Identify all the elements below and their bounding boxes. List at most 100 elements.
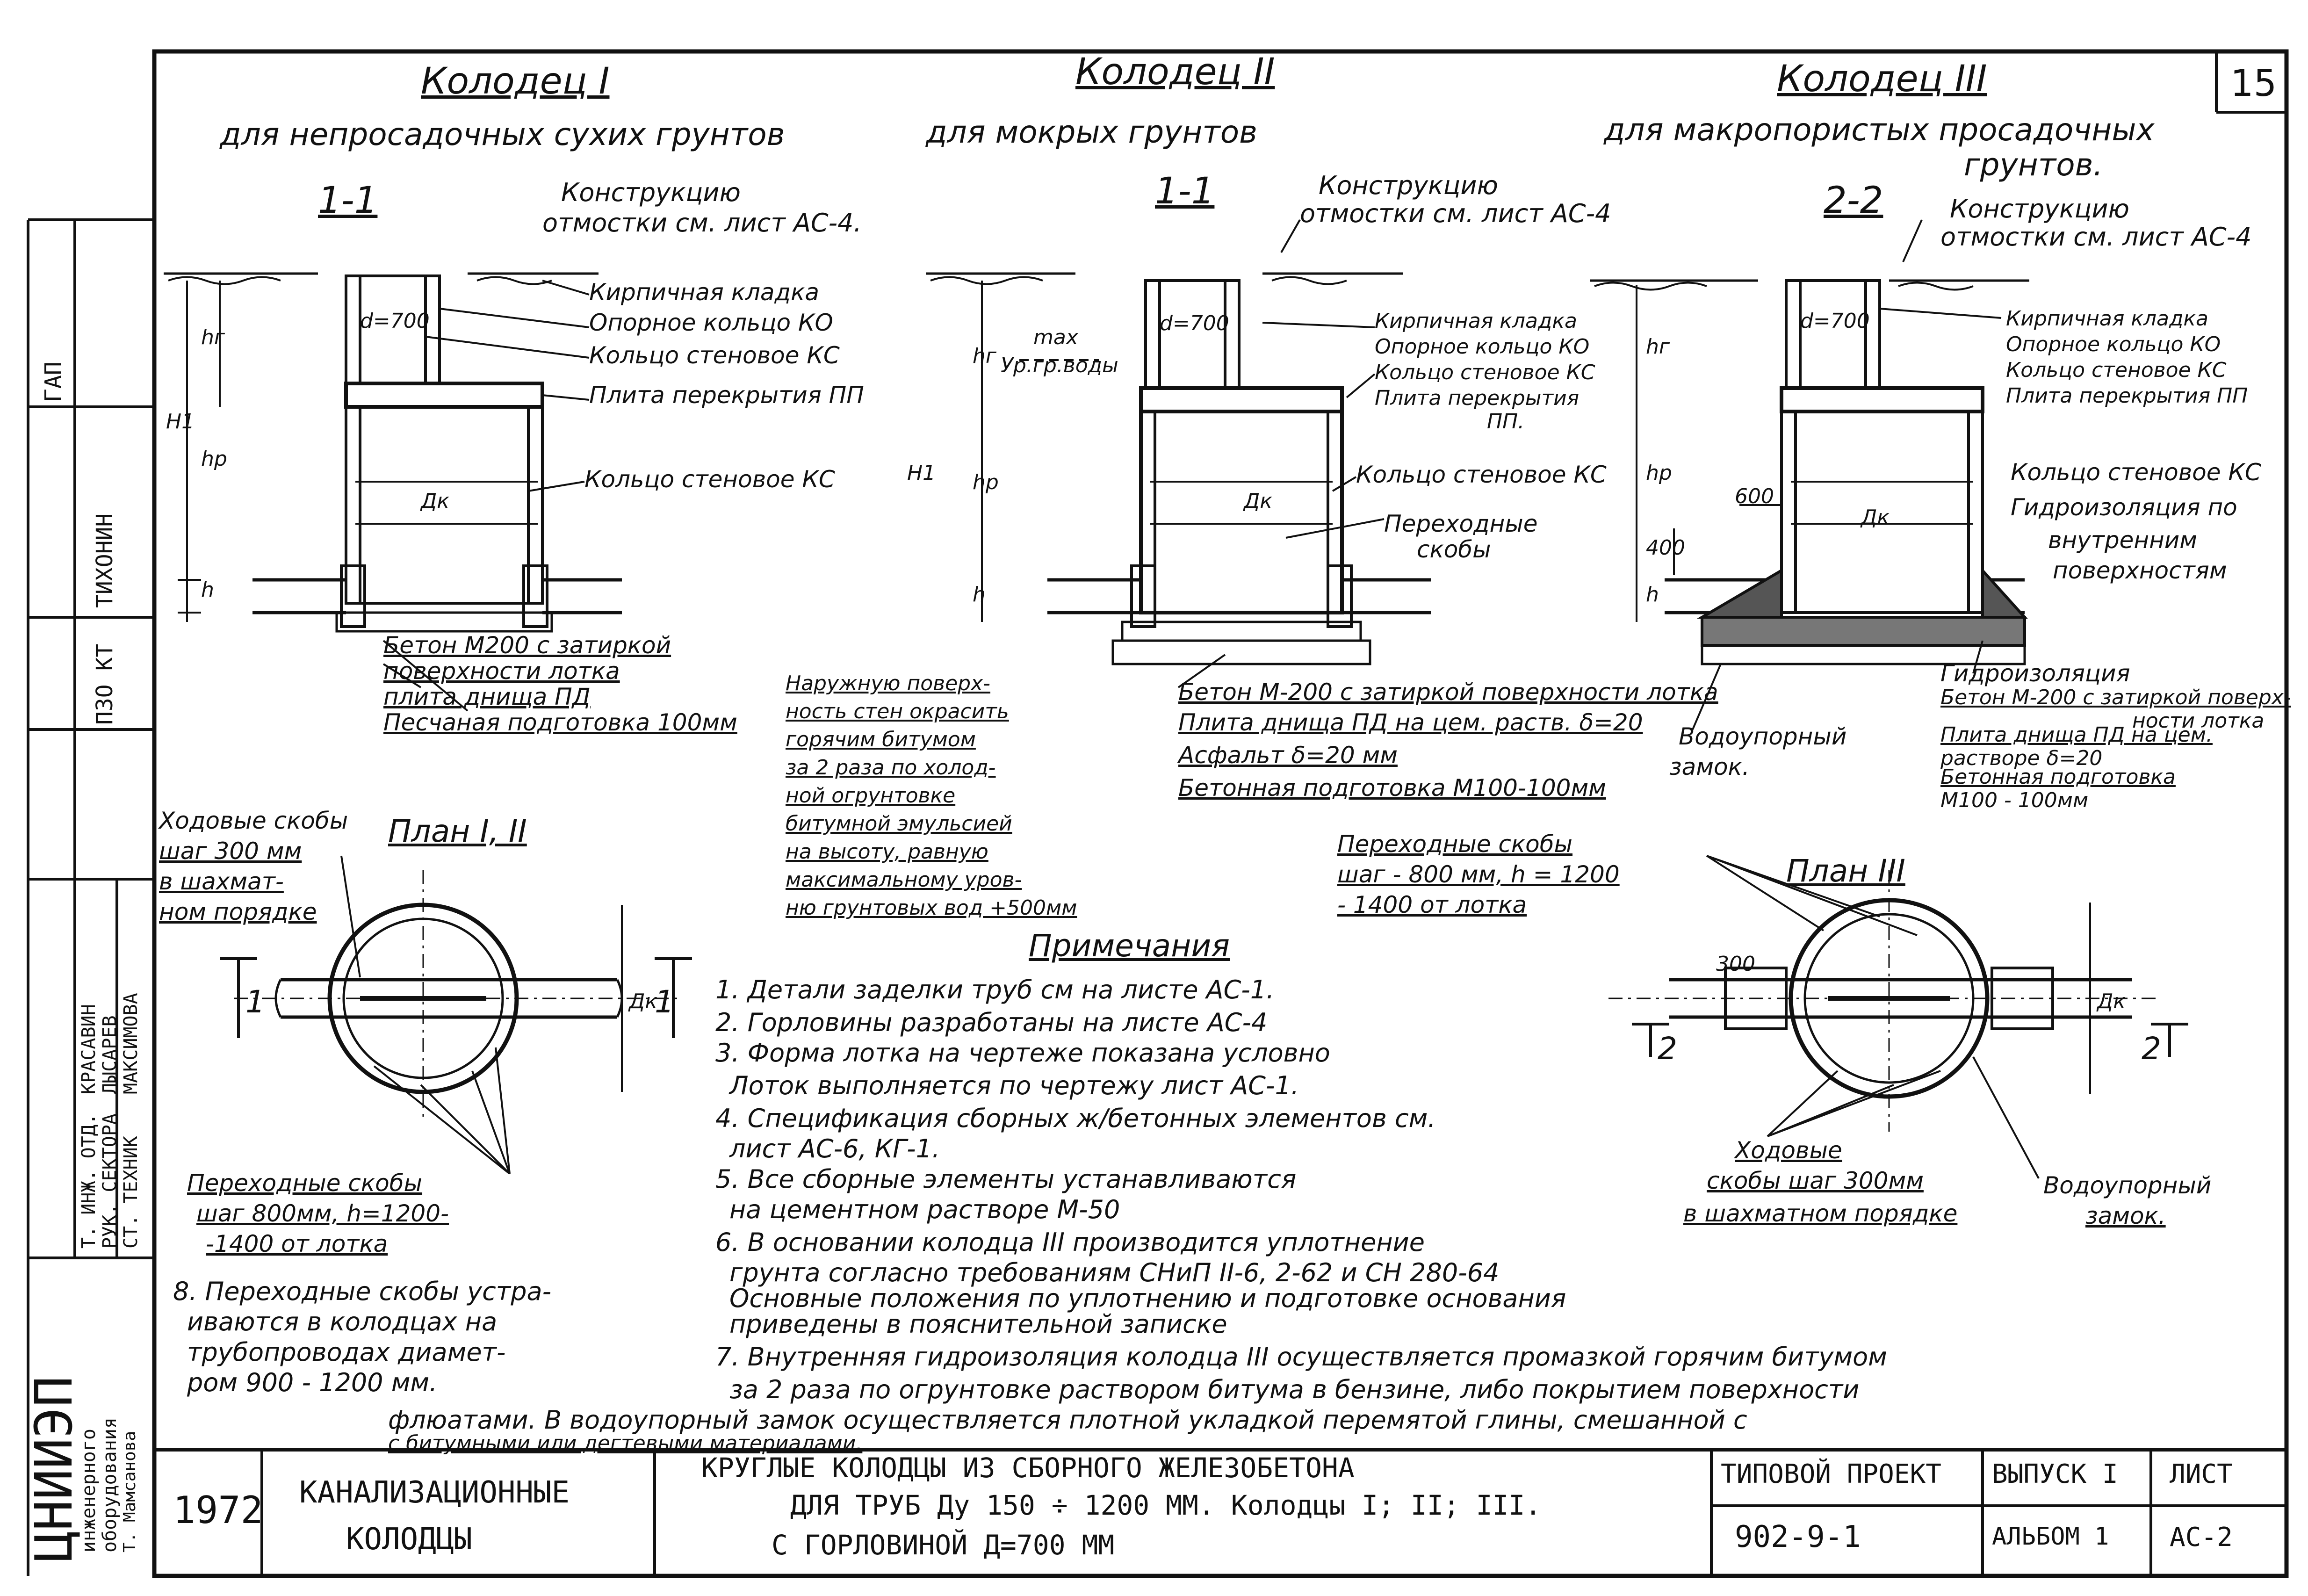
- plan3-transition: Переходные скобы: [1337, 830, 1573, 858]
- note-line: 4. Спецификация сборных ж/бетонных элеме…: [715, 1104, 1436, 1133]
- section3-dim: hр: [1646, 461, 1672, 485]
- title-project-label: ТИПОВОЙ ПРОЕКТ: [1721, 1459, 1942, 1489]
- plan3-transition: - 1400 от лотка: [1337, 891, 1527, 918]
- section2-dim: Дк: [1244, 489, 1272, 513]
- section3-callout: Плита перекрытия ПП: [2006, 384, 2248, 408]
- note-line: 7. Внутренняя гидроизоляция колодца III …: [715, 1342, 1887, 1372]
- section2-paint-note: ню грунтовых вод +500мм: [786, 896, 1077, 920]
- title-subject-line1: КАНАЛИЗАЦИОННЫЕ: [299, 1475, 570, 1510]
- section2-callout: Переходные: [1384, 510, 1538, 537]
- plan12-steps: в шахмат-: [159, 868, 284, 895]
- section2-callout: Опорное кольцо КО: [1375, 335, 1590, 359]
- sheet-number: 15: [2230, 63, 2277, 105]
- org-name: ЦНИИЭП: [24, 1376, 84, 1562]
- plan12-cut-left: 1: [245, 984, 265, 1020]
- well2-subtitle: для мокрых грунтов: [926, 114, 1258, 150]
- well3-subtitle-line1: для макропористых просадочных: [1604, 112, 2155, 148]
- section3-dim: h: [1646, 583, 1659, 607]
- section1-bottom-note: Песчаная подготовка 100мм: [383, 709, 737, 736]
- plan3-cut-left: 2: [1658, 1031, 1677, 1067]
- section3-dim: d=700: [1800, 309, 1870, 333]
- section3-dim: Дк: [1861, 506, 1890, 529]
- section1-bottom-note: плита днища ПД: [383, 683, 591, 710]
- section3-lock: Водоупорный: [1679, 723, 1847, 750]
- section2-paint-note: горячим битумом: [786, 728, 976, 751]
- section3-bottom-note: М100 - 100мм: [1940, 788, 2089, 812]
- section1-dim: Н1: [166, 410, 195, 433]
- plan12-transition: -1400 от лотка: [206, 1230, 388, 1257]
- section1-note-line1: Конструкцию: [561, 178, 741, 207]
- plan3-cut-right: 2: [2142, 1031, 2161, 1067]
- plan12-steps: ном порядке: [159, 898, 317, 925]
- note-line: 2. Горловины разработаны на листе АС-4: [715, 1008, 1268, 1037]
- well1-title: Колодец I: [421, 60, 610, 102]
- stamp-row: СТ. ТЕХНИК: [120, 1136, 142, 1249]
- section3-callout: поверхностям: [2053, 557, 2227, 584]
- title-sheet-code: АС-2: [2170, 1522, 2233, 1553]
- section3-label: 2-2: [1824, 180, 1883, 222]
- plan3-lock: замок.: [2085, 1202, 2166, 1229]
- section2-note-line2: отмостки см. лист АС-4: [1300, 199, 1611, 228]
- section3-callout: Кольцо стеновое КС: [2011, 459, 2261, 486]
- stamp-post: ГАП: [40, 361, 66, 402]
- stamp-name: КРАСАВИН: [78, 1004, 100, 1094]
- section2-dim: hр: [973, 470, 999, 494]
- section3-callout: Кирпичная кладка: [2006, 307, 2208, 331]
- note-line: грунта согласно требованиям СНиП II-6, 2…: [729, 1258, 1500, 1287]
- stamp-post-name: ТИХОНИН: [92, 513, 118, 608]
- note8-line: ром 900 - 1200 мм.: [187, 1368, 438, 1397]
- section2-paint-note: максимальному уров-: [786, 868, 1022, 892]
- title-project-number: 902-9-1: [1735, 1520, 1861, 1554]
- plan3-steps: скобы шаг 300мм: [1707, 1167, 1924, 1194]
- well3-subtitle-line2: грунтов.: [1964, 147, 2103, 183]
- note8-line: 8. Переходные скобы устра-: [173, 1277, 552, 1306]
- plan12-cut-right: 1: [655, 984, 674, 1020]
- note-line: лист АС-6, КГ-1.: [729, 1134, 940, 1163]
- section1-dim: hр: [201, 447, 227, 471]
- title-year: 1972: [173, 1488, 263, 1532]
- note-line: на цементном растворе М-50: [729, 1195, 1120, 1224]
- stamp-name: МАКСИМОВА: [120, 993, 142, 1094]
- title-album: АЛЬБОМ 1: [1992, 1523, 2109, 1551]
- section2-callout: ПП.: [1487, 410, 1525, 433]
- note-line: флюатами. В водоупорный замок осуществля…: [388, 1405, 1747, 1435]
- plan3-transition: шаг - 800 мм, h = 1200: [1337, 861, 1620, 888]
- plan12-steps: шаг 300 мм: [159, 838, 302, 865]
- note8-line: трубопроводах диамет-: [187, 1337, 506, 1367]
- title-sheet-label: ЛИСТ: [2170, 1459, 2233, 1489]
- section2-bottom-note: Бетон М-200 с затиркой поверхности лотка: [1178, 679, 1718, 706]
- section3-dim: hг: [1646, 335, 1670, 359]
- section1-bottom-note: поверхности лотка: [383, 657, 620, 685]
- title-drawing-line1: КРУГЛЫЕ КОЛОДЦЫ ИЗ СБОРНОГО ЖЕЛЕЗОБЕТОНА: [701, 1452, 1355, 1484]
- note-line: с битумными или дегтевыми материалами.: [388, 1431, 863, 1455]
- section3-bottom-note: Гидроизоляция: [1940, 660, 2130, 687]
- section2-label: 1-1: [1155, 170, 1215, 212]
- section3-note-line2: отмостки см. лист АС-4: [1940, 222, 2252, 252]
- section2-paint-note: на высоту, равную: [786, 840, 988, 864]
- stamp-post: ПЗО КТ: [92, 643, 118, 725]
- plan3-lock: Водоупорный: [2043, 1172, 2212, 1199]
- section1-callout: Опорное кольцо КО: [589, 309, 833, 336]
- section3-bottom-note: Бетон М-200 с затиркой поверх-: [1940, 686, 2291, 709]
- note-line: 3. Форма лотка на чертеже показана услов…: [715, 1038, 1330, 1068]
- section2-callout: Кольцо стеновое КС: [1356, 461, 1607, 488]
- section2-dim: max: [1033, 325, 1078, 349]
- section1-callout: Плита перекрытия ПП: [589, 382, 864, 409]
- plan12-transition: Переходные скобы: [187, 1170, 423, 1197]
- section2-bottom-note: Плита днища ПД на цем. раств. δ=20: [1178, 709, 1643, 736]
- section3-dim: 600: [1735, 484, 1774, 508]
- section2-bottom-note: Асфальт δ=20 мм: [1178, 742, 1398, 769]
- section2-note-line1: Конструкцию: [1319, 171, 1498, 200]
- note-line: приведены в пояснительной записке: [729, 1309, 1227, 1339]
- section3-bottom-note: Плита днища ПД на цем.: [1940, 723, 2213, 747]
- title-drawing-line3: С ГОРЛОВИНОЙ Д=700 ММ: [772, 1529, 1115, 1561]
- plan3-dim300: 300: [1716, 952, 1755, 976]
- note8-line: иваются в колодцах на: [187, 1307, 498, 1336]
- section3-lock: замок.: [1669, 753, 1750, 780]
- stamp-name: ЛЫСАРЕВ: [99, 1015, 121, 1094]
- org-line: инженерного: [78, 1429, 100, 1553]
- note-line: 6. В основании колодца III производится …: [715, 1228, 1425, 1257]
- stamp-row: РУК. СЕКТОРА: [99, 1113, 121, 1249]
